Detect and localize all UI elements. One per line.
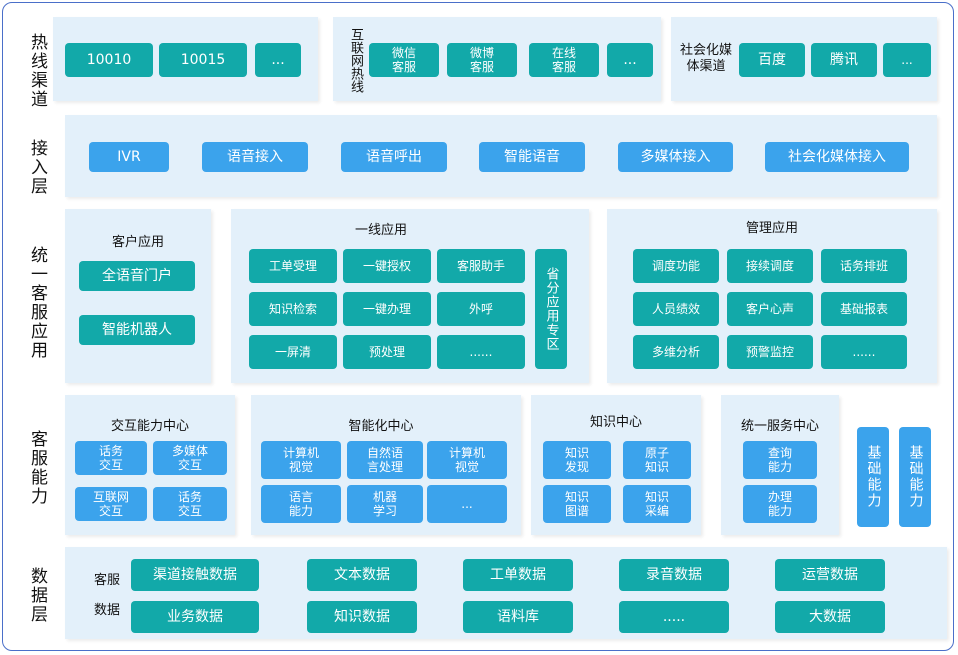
app-frontline-more[interactable]: ...... [437, 335, 525, 369]
app-one-screen[interactable]: 一屏清 [249, 335, 337, 369]
knowledge-center-title: 知识中心 [589, 415, 642, 430]
app-dispatch[interactable]: 调度功能 [633, 249, 719, 283]
panel-frontline-apps: 一线应用 工单受理 一键授权 客服助手 知识检索 一键办理 外呼 一屏清 预处理… [231, 209, 589, 383]
cap-machine-learning[interactable]: 机器 学习 [347, 485, 423, 523]
social-more[interactable]: ... [883, 43, 931, 77]
data-label-bottom: 数据 [93, 603, 120, 618]
data-corpus[interactable]: 语料库 [463, 601, 573, 633]
social-tencent[interactable]: 腾讯 [811, 43, 877, 77]
panel-customer-apps: 客户应用 全语音门户 智能机器人 [65, 209, 211, 383]
cap-nlp[interactable]: 自然语 言处理 [347, 441, 423, 479]
management-apps-title: 管理应用 [745, 221, 798, 236]
app-smart-robot[interactable]: 智能机器人 [79, 315, 195, 345]
app-multi-analysis[interactable]: 多维分析 [633, 335, 719, 369]
app-warning-monitor[interactable]: 预警监控 [727, 335, 813, 369]
app-connect-dispatch[interactable]: 接续调度 [727, 249, 813, 283]
data-knowledge[interactable]: 知识数据 [307, 601, 417, 633]
cap-atomic-knowledge[interactable]: 原子 知识 [623, 441, 691, 479]
app-preprocess[interactable]: 预处理 [343, 335, 431, 369]
data-more[interactable]: ..... [619, 601, 729, 633]
panel-phone-hotline: 10010 10015 ... [53, 17, 318, 101]
cap-knowledge-discovery[interactable]: 知识 发现 [543, 441, 611, 479]
cap-call-interaction-2[interactable]: 话务 交互 [153, 487, 227, 521]
access-smart-voice[interactable]: 智能语音 [479, 142, 585, 172]
panel-management-apps: 管理应用 调度功能 接续调度 话务排班 人员绩效 客户心声 基础报表 多维分析 … [607, 209, 937, 383]
hotline-10010[interactable]: 10010 [65, 43, 153, 77]
data-label-top: 客服 [93, 573, 120, 588]
row-label-hotline: 热线渠道 [27, 33, 47, 109]
panel-internet-hotline: 互联网热线 微信 客服 微博 客服 在线 客服 ... [333, 17, 661, 101]
panel-service-center: 统一服务中心 查询 能力 办理 能力 [721, 395, 839, 535]
app-performance[interactable]: 人员绩效 [633, 292, 719, 326]
cap-intelligent-more[interactable]: ... [427, 485, 507, 523]
app-knowledge-search[interactable]: 知识检索 [249, 292, 337, 326]
access-voice-out[interactable]: 语音呼出 [341, 142, 447, 172]
app-assistant[interactable]: 客服助手 [437, 249, 525, 283]
app-outbound[interactable]: 外呼 [437, 292, 525, 326]
cap-base-2[interactable]: 基础能力 [899, 427, 931, 527]
panel-interaction-center: 交互能力中心 话务 交互 多媒体 交互 互联网 交互 话务 交互 [65, 395, 235, 535]
hotline-more[interactable]: ... [255, 43, 301, 77]
social-channel-label: 社会化媒体渠道 [679, 43, 732, 74]
app-scheduling[interactable]: 话务排班 [821, 249, 907, 283]
data-recording[interactable]: 录音数据 [619, 559, 729, 591]
customer-apps-title: 客户应用 [111, 235, 164, 250]
internet-wechat[interactable]: 微信 客服 [369, 43, 439, 77]
hotline-10015[interactable]: 10015 [159, 43, 247, 77]
access-voice-in[interactable]: 语音接入 [202, 142, 308, 172]
app-ticket[interactable]: 工单受理 [249, 249, 337, 283]
data-operation[interactable]: 运营数据 [775, 559, 885, 591]
cap-computer-vision-2[interactable]: 计算机 视觉 [427, 441, 507, 479]
app-one-click[interactable]: 一键办理 [343, 292, 431, 326]
internet-more[interactable]: ... [607, 43, 653, 77]
data-business[interactable]: 业务数据 [131, 601, 259, 633]
cap-query[interactable]: 查询 能力 [743, 441, 817, 479]
cap-speech[interactable]: 语言 能力 [261, 485, 341, 523]
app-customer-voice[interactable]: 客户心声 [727, 292, 813, 326]
row-label-capability: 客服能力 [27, 430, 47, 506]
data-channel-contact[interactable]: 渠道接触数据 [131, 559, 259, 591]
panel-knowledge-center: 知识中心 知识 发现 原子 知识 知识 图谱 知识 采编 [531, 395, 701, 535]
access-ivr[interactable]: IVR [89, 142, 169, 172]
panel-data: 客服 数据 渠道接触数据 文本数据 工单数据 录音数据 运营数据 业务数据 知识… [65, 547, 947, 639]
service-center-title: 统一服务中心 [740, 419, 819, 434]
panel-social-channel: 社会化媒体渠道 百度 腾讯 ... [671, 17, 937, 101]
cap-transaction[interactable]: 办理 能力 [743, 485, 817, 523]
internet-weibo[interactable]: 微博 客服 [447, 43, 517, 77]
access-multimedia[interactable]: 多媒体接入 [618, 142, 733, 172]
app-voice-portal[interactable]: 全语音门户 [79, 261, 195, 291]
row-label-access: 接入层 [27, 138, 47, 196]
app-province-zone[interactable]: 省分应用专区 [535, 249, 567, 369]
cap-knowledge-editing[interactable]: 知识 采编 [623, 485, 691, 523]
interaction-center-title: 交互能力中心 [110, 419, 189, 434]
cap-internet-interaction[interactable]: 互联网 交互 [75, 487, 147, 521]
internet-hotline-label: 互联网热线 [348, 27, 363, 93]
data-text[interactable]: 文本数据 [307, 559, 417, 591]
social-baidu[interactable]: 百度 [739, 43, 805, 77]
row-label-data: 数据层 [27, 566, 47, 624]
panel-access: IVR 语音接入 语音呼出 智能语音 多媒体接入 社会化媒体接入 [65, 115, 937, 197]
app-authorize[interactable]: 一键授权 [343, 249, 431, 283]
cap-computer-vision[interactable]: 计算机 视觉 [261, 441, 341, 479]
cap-knowledge-graph[interactable]: 知识 图谱 [543, 485, 611, 523]
data-ticket[interactable]: 工单数据 [463, 559, 573, 591]
app-basic-report[interactable]: 基础报表 [821, 292, 907, 326]
data-big-data[interactable]: 大数据 [775, 601, 885, 633]
access-social-media[interactable]: 社会化媒体接入 [765, 142, 909, 172]
internet-online[interactable]: 在线 客服 [529, 43, 599, 77]
app-management-more[interactable]: ...... [821, 335, 907, 369]
cap-call-interaction[interactable]: 话务 交互 [75, 441, 147, 475]
cap-base-1[interactable]: 基础能力 [857, 427, 889, 527]
intelligent-center-title: 智能化中心 [348, 419, 414, 434]
row-label-unified: 统一客服应用 [27, 246, 47, 360]
panel-intelligent-center: 智能化中心 计算机 视觉 自然语 言处理 计算机 视觉 语言 能力 机器 学习 … [251, 395, 521, 535]
cap-multimedia-interaction[interactable]: 多媒体 交互 [153, 441, 227, 475]
frontline-apps-title: 一线应用 [354, 223, 407, 238]
